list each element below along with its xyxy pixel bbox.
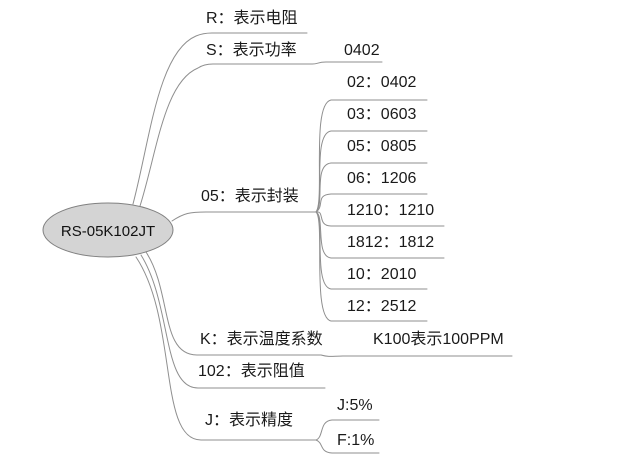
topic-k100[interactable]: K100表示100PPM	[373, 331, 504, 348]
connector-line-s	[139, 63, 312, 207]
topic-pkg-05[interactable]: 05：0805	[347, 138, 417, 155]
topic-pkg-03[interactable]: 03：0603	[347, 106, 417, 123]
connector-line-pkg-1210	[315, 211, 445, 227]
topic-102[interactable]: 102：表示阻值	[198, 363, 305, 380]
topic-pkg-12[interactable]: 12：2512	[347, 298, 417, 315]
connector-line-j	[135, 256, 317, 441]
topic-pkg-1210[interactable]: 1210：1210	[347, 202, 435, 219]
connector-line-r	[132, 32, 308, 205]
connector-line-s-0402	[310, 61, 383, 65]
connector-line-pkg-12	[315, 211, 428, 322]
connector-line-k100	[320, 354, 513, 357]
topic-pkg-1812[interactable]: 1812：1812	[347, 234, 435, 251]
connector-line-pkg-06	[315, 193, 428, 213]
topic-package[interactable]: 05：表示封装	[201, 188, 299, 205]
topic-f1[interactable]: F:1%	[337, 432, 375, 449]
topic-j5[interactable]: J:5%	[337, 397, 373, 414]
topic-k[interactable]: K：表示温度系数	[200, 331, 323, 348]
topic-pkg-06[interactable]: 06：1206	[347, 170, 417, 187]
topic-r[interactable]: R：表示电阻	[206, 10, 298, 27]
connector-line-pkg-1812	[315, 211, 445, 259]
connector-line-j5	[315, 419, 380, 441]
connector-line-package	[171, 211, 317, 222]
topic-pkg-02[interactable]: 02：0402	[347, 74, 417, 91]
topic-pkg-10[interactable]: 10：2010	[347, 266, 417, 283]
connector-line-pkg-03	[315, 130, 428, 213]
root-node-shape[interactable]	[42, 202, 174, 258]
topic-s[interactable]: S：表示功率	[206, 42, 297, 59]
connector-line-102	[140, 254, 326, 389]
topic-s-0402[interactable]: 0402	[344, 42, 380, 59]
connector-line-k	[145, 251, 322, 356]
connector-line-f1	[315, 439, 380, 454]
connector-line-pkg-05	[315, 162, 428, 213]
topic-j[interactable]: J：表示精度	[205, 412, 294, 429]
root-topic[interactable]: RS-05K102JT	[60, 222, 156, 240]
